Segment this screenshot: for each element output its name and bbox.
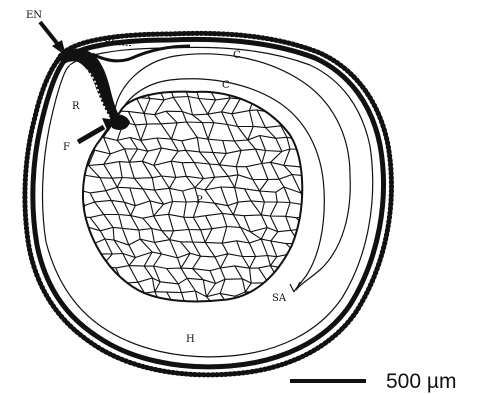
label-h: H (186, 334, 195, 345)
scale-bar-label: 500 µm (386, 370, 456, 393)
label-f: F (63, 142, 70, 153)
arrow-en (40, 22, 66, 56)
label-en: EN (26, 10, 42, 21)
label-c-inner: C (222, 80, 230, 91)
label-r: R (72, 101, 80, 112)
label-sa: SA (272, 293, 287, 304)
label-pe: PE (104, 37, 118, 48)
label-c-outer: C (233, 50, 241, 61)
label-p: P (196, 195, 203, 206)
